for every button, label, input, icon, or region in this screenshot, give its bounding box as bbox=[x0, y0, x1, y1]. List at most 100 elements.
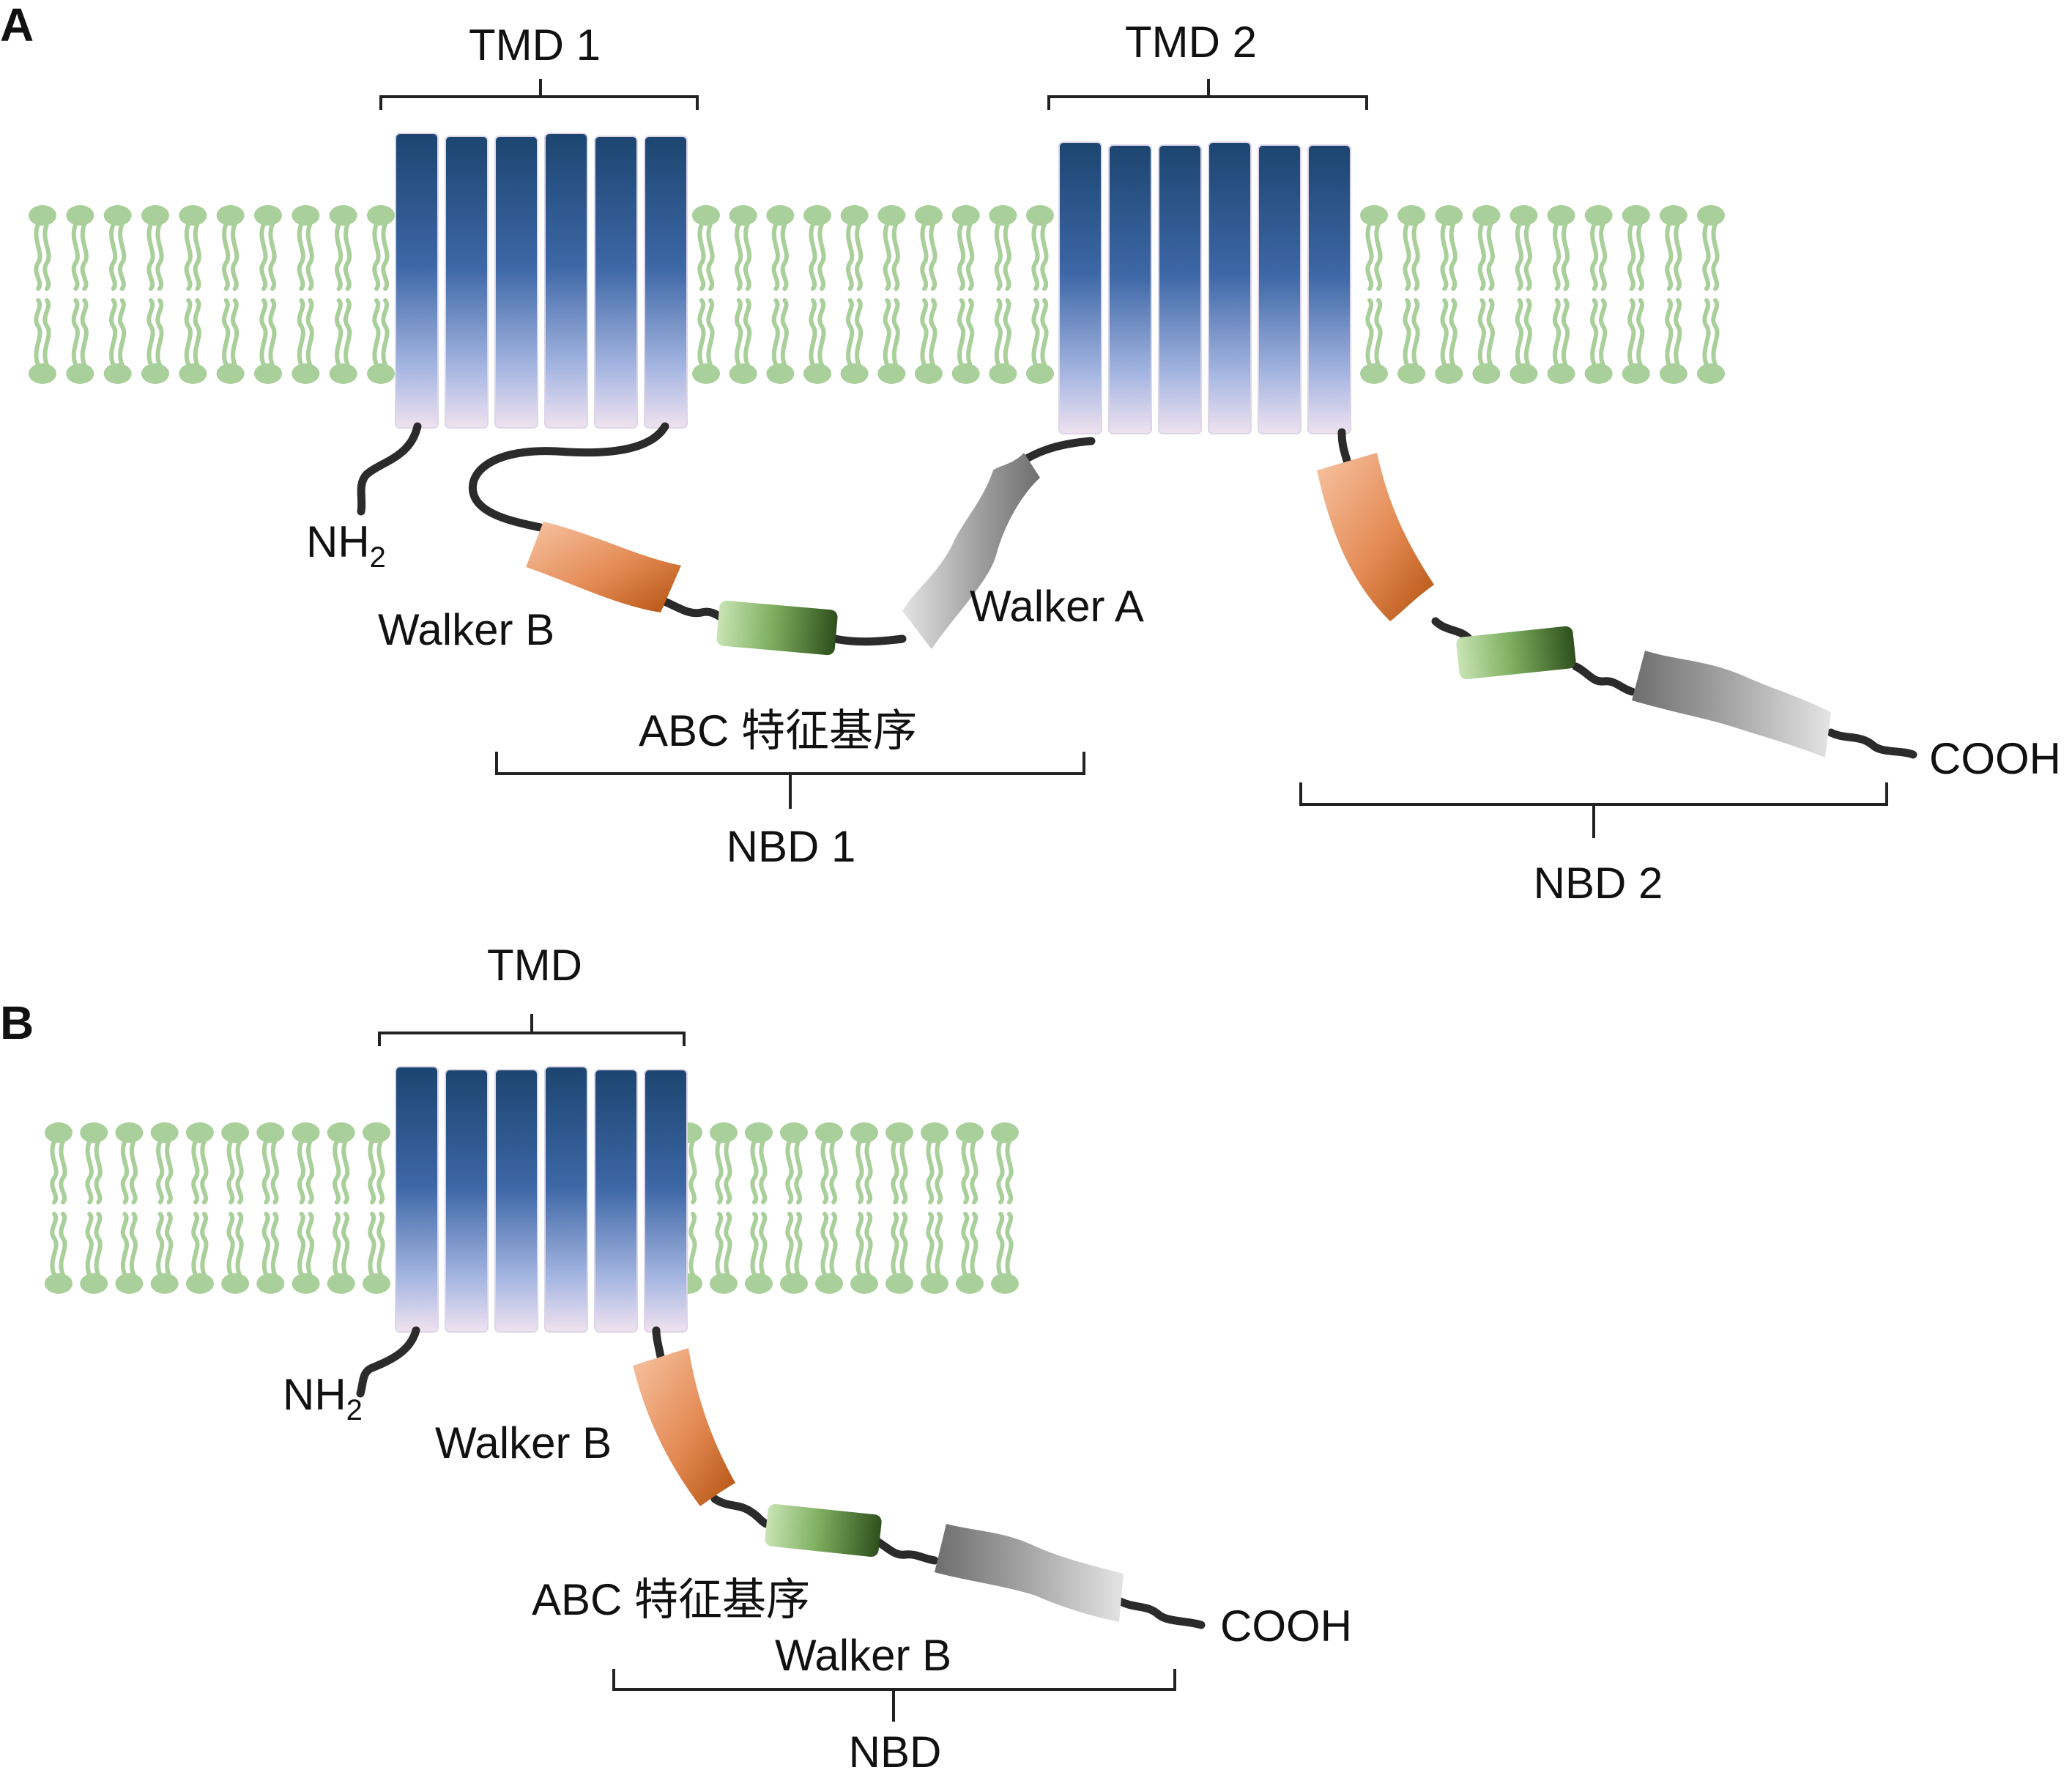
lipid-tail bbox=[94, 1212, 103, 1277]
lipid-head bbox=[815, 1273, 843, 1294]
lipid-tail bbox=[1561, 222, 1570, 291]
lipid-head bbox=[1547, 205, 1575, 226]
lipid-tail bbox=[1477, 298, 1486, 367]
lipid-tail bbox=[1561, 298, 1570, 367]
transmembrane-helix bbox=[494, 1069, 538, 1333]
lipid-head bbox=[292, 205, 320, 226]
lipid-tail bbox=[1040, 222, 1049, 291]
nbd2-abc-signature-segment bbox=[1456, 626, 1576, 680]
lipid-tail bbox=[268, 222, 277, 291]
lipid-tail bbox=[120, 1212, 129, 1277]
lipid-tail bbox=[883, 298, 891, 367]
lipid-bilayer-segment bbox=[1360, 205, 1725, 384]
lipid-tail bbox=[1711, 298, 1720, 367]
lipid-tail bbox=[34, 222, 42, 291]
nbd2-bracket bbox=[1299, 782, 1888, 838]
lipid-head bbox=[221, 1273, 250, 1294]
lipid-head bbox=[885, 1273, 913, 1294]
lipid-tail bbox=[376, 1212, 385, 1277]
lipid-head bbox=[1360, 205, 1388, 226]
lipid-head bbox=[254, 363, 282, 384]
lipid-tail bbox=[688, 1212, 697, 1277]
lipid-head bbox=[1510, 205, 1538, 226]
lipid-tail bbox=[970, 1139, 979, 1204]
lipid-tail bbox=[368, 1212, 376, 1277]
lipid-tail bbox=[1031, 298, 1040, 367]
panel-b-label: B bbox=[0, 996, 34, 1049]
lipid-tail bbox=[899, 1139, 908, 1204]
lipid-head bbox=[115, 1273, 144, 1294]
lipid-tail bbox=[1523, 298, 1533, 367]
lipid-tail bbox=[780, 298, 789, 367]
nbd1-walker-b-segment bbox=[526, 522, 681, 612]
lipid-tail bbox=[891, 222, 900, 291]
lipid-head bbox=[115, 1122, 144, 1143]
tmd-to-nbd-linker-b bbox=[652, 1326, 665, 1361]
panel-b: TMD NH2 Walker B ABC 特征基序 Walker B COOH … bbox=[283, 941, 1352, 1770]
lipid-tail bbox=[155, 222, 164, 291]
lipid-head bbox=[256, 1273, 285, 1294]
lipid-tail bbox=[855, 298, 864, 367]
lipid-tail bbox=[1003, 298, 1011, 367]
lipid-head bbox=[815, 1122, 843, 1143]
lipid-tail bbox=[231, 222, 239, 291]
tmd2-bracket bbox=[1047, 79, 1368, 110]
lipid-tail bbox=[381, 222, 390, 291]
lipid-head bbox=[877, 363, 906, 384]
lipid-tail bbox=[1627, 222, 1636, 291]
lipid-tail bbox=[961, 1212, 970, 1277]
lipid-head bbox=[921, 1122, 948, 1143]
lipid-tail bbox=[899, 1212, 908, 1277]
lipid-head bbox=[921, 1273, 948, 1294]
lipid-tail bbox=[771, 298, 780, 367]
lipid-tail bbox=[820, 1212, 829, 1277]
lipid-head bbox=[363, 1273, 390, 1294]
lipid-tail bbox=[920, 298, 929, 367]
lipid-tail bbox=[305, 1139, 315, 1204]
lipid-tail bbox=[94, 1139, 103, 1204]
lipid-tail bbox=[85, 1212, 94, 1277]
lipid-tail bbox=[809, 298, 817, 367]
tmd2-helix-bundle bbox=[1058, 141, 1351, 434]
lipid-head bbox=[710, 1273, 738, 1294]
lipid-tail bbox=[344, 298, 352, 367]
lipid-tail bbox=[120, 1139, 129, 1204]
lipid-tail bbox=[42, 298, 51, 367]
lipid-tail bbox=[1486, 298, 1495, 367]
lipid-tail bbox=[926, 1212, 935, 1277]
tmd2-label: TMD 2 bbox=[1125, 18, 1257, 67]
lipid-tail bbox=[846, 298, 855, 367]
lipid-head bbox=[367, 205, 395, 226]
lipid-tail bbox=[335, 222, 344, 291]
lipid-tail bbox=[1636, 298, 1645, 367]
lipid-tail bbox=[1040, 298, 1049, 367]
lipid-head bbox=[745, 1273, 773, 1294]
lipid-tail bbox=[1711, 222, 1720, 291]
lipid-tail bbox=[1031, 222, 1040, 291]
lipid-head bbox=[840, 205, 869, 226]
lipid-tail bbox=[1365, 222, 1374, 291]
abc-signature-label-b: ABC 特征基序 bbox=[532, 1575, 810, 1624]
lipid-head bbox=[1659, 363, 1687, 384]
lipid-tail bbox=[935, 1139, 943, 1204]
lipid-tail bbox=[1440, 298, 1449, 367]
lipid-tail bbox=[305, 222, 314, 291]
lipid-tail bbox=[222, 222, 231, 291]
nh2-label-b: NH2 bbox=[283, 1370, 363, 1426]
lipid-head bbox=[951, 205, 980, 226]
transmembrane-helix bbox=[544, 133, 588, 429]
lipid-tail bbox=[156, 1212, 165, 1277]
lipid-tail bbox=[994, 222, 1003, 291]
lipid-tail bbox=[1590, 222, 1599, 291]
lipid-head bbox=[729, 205, 757, 226]
transmembrane-helix bbox=[445, 136, 489, 429]
lipid-tail bbox=[996, 1139, 1005, 1204]
lipid-tail bbox=[864, 1212, 873, 1277]
transmembrane-helix bbox=[1208, 141, 1252, 434]
lipid-tail bbox=[1486, 222, 1495, 291]
lipid-head bbox=[951, 363, 980, 384]
lipid-tail bbox=[71, 298, 80, 367]
nbd2-walker-a-segment bbox=[1632, 651, 1831, 758]
lipid-tail bbox=[226, 1212, 235, 1277]
